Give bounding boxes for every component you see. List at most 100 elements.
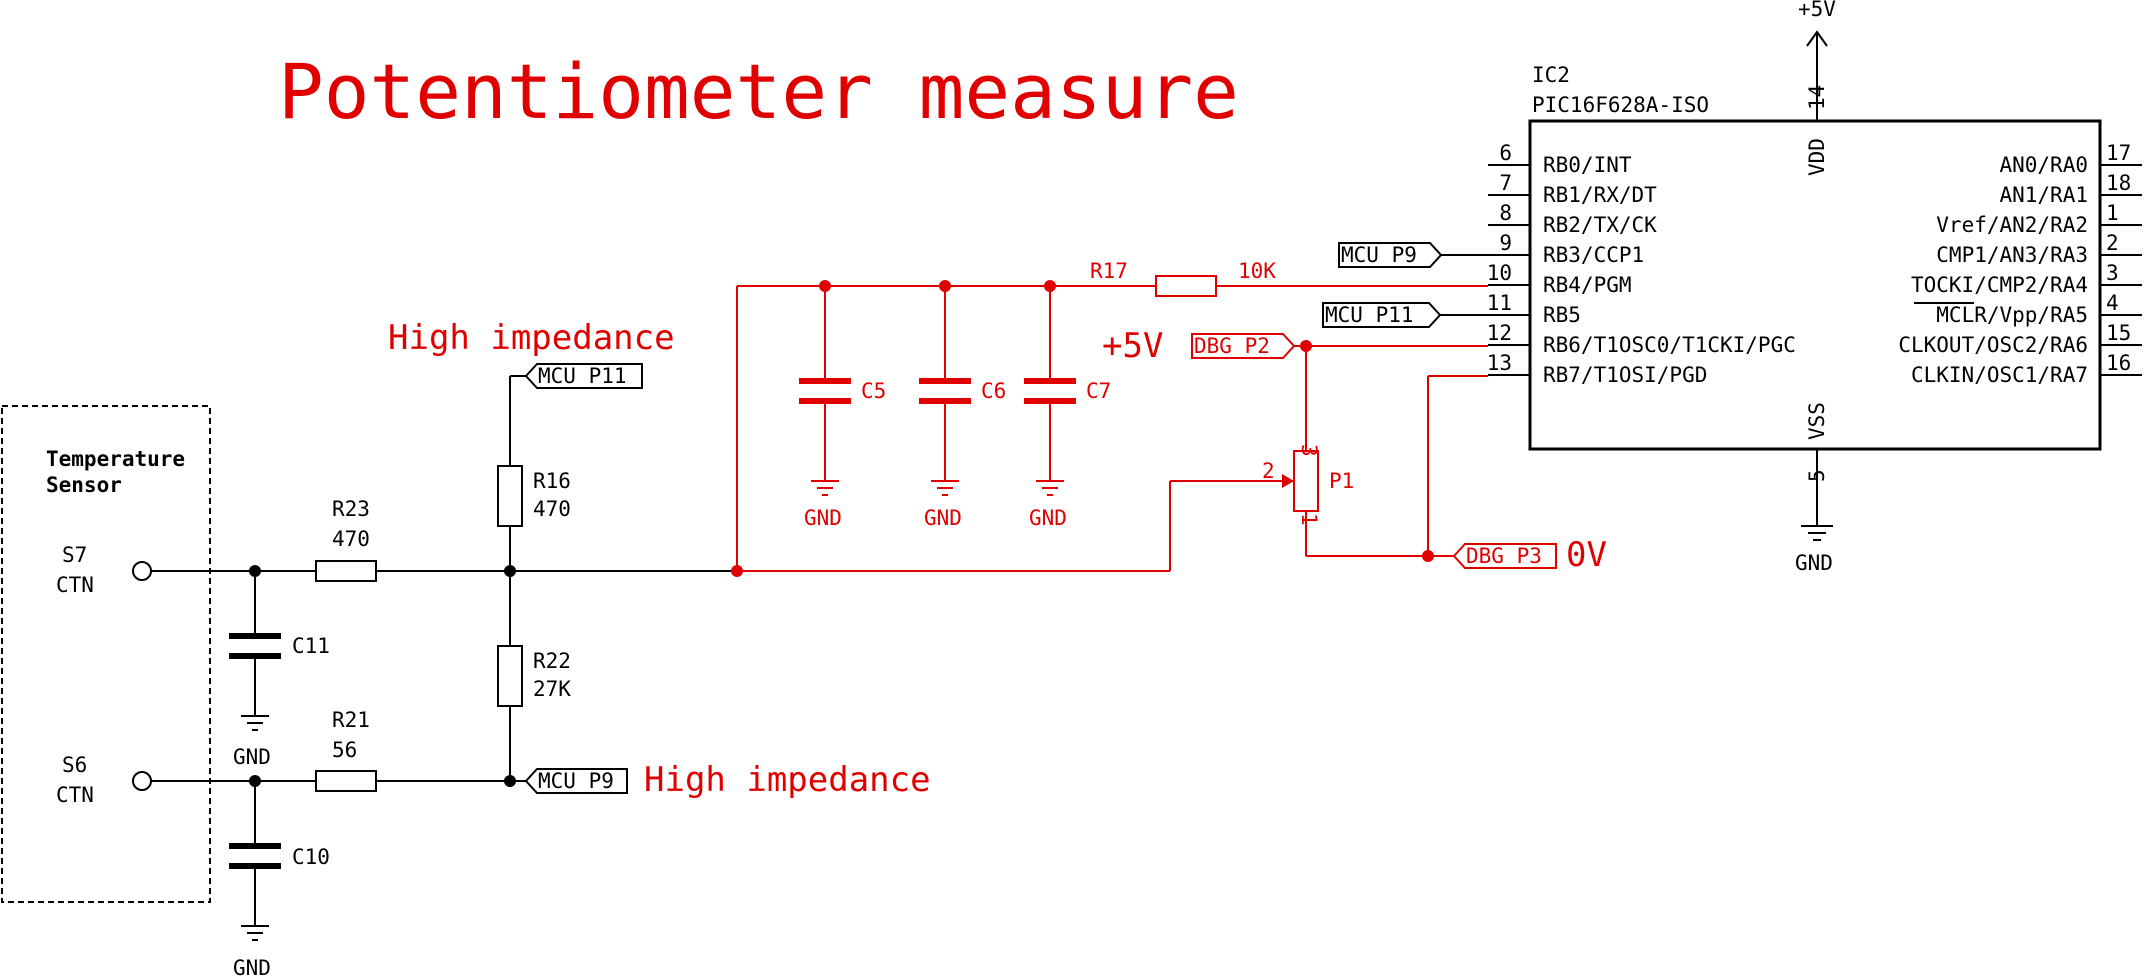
gnd-label-c11: GND	[233, 745, 271, 769]
ic-pin-name: CLKOUT/OSC2/RA6	[1898, 333, 2088, 357]
r23-value: 470	[332, 527, 370, 551]
gnd-label-c7: GND	[1029, 506, 1067, 530]
p1-pin3: 3	[1297, 444, 1321, 457]
ic-pin-number: 10	[1487, 261, 1512, 285]
svg-text:MCU_P11: MCU_P11	[1325, 303, 1414, 327]
resistor-r17: R17 10K	[1090, 259, 1276, 297]
r16-value: 470	[533, 497, 571, 521]
ic-right-pins: 17AN0/RA018AN1/RA11Vref/AN2/RA22CMP1/AN3…	[1898, 141, 2142, 387]
ic-pin-name: Vref/AN2/RA2	[1936, 213, 2088, 237]
svg-text:DBG_P2: DBG_P2	[1194, 334, 1270, 358]
s6-sub-label: CTN	[56, 783, 94, 807]
ic-pin-name: AN0/RA0	[1999, 153, 2088, 177]
resistor-r21: R21 56	[315, 708, 377, 792]
s7-terminal	[132, 561, 152, 581]
capacitor-c11: C11	[229, 633, 330, 659]
c6-ref: C6	[981, 379, 1006, 403]
temperature-sensor-block: Temperature Sensor S7 CTN S6 CTN	[1, 405, 211, 903]
vss-pin-number: 5	[1805, 469, 1829, 482]
svg-text:MCU_P9: MCU_P9	[538, 769, 614, 793]
ic-pin-name: RB7/T1OSI/PGD	[1543, 363, 1707, 387]
r17-value: 10K	[1238, 259, 1276, 283]
ic-pin-number: 4	[2106, 291, 2119, 315]
ic-pin-number: 9	[1499, 231, 1512, 255]
r22-value: 27K	[533, 677, 571, 701]
sensor-title-line2: Sensor	[46, 473, 122, 497]
c11-ref: C11	[292, 634, 330, 658]
r22-ref: R22	[533, 649, 571, 673]
net-label-mcu-p9-right: MCU_P9	[1338, 242, 1488, 268]
ic-pin-name: RB4/PGM	[1543, 273, 1632, 297]
s7-label: S7	[62, 543, 87, 567]
net-label-dbg-p2: DBG_P2	[1191, 333, 1306, 359]
black-wiring	[151, 375, 737, 926]
gnd-symbol-c5: GND	[804, 480, 842, 530]
capacitor-c6: C6	[919, 378, 1006, 404]
ic-pin-name: CLKIN/OSC1/RA7	[1911, 363, 2088, 387]
gnd-label-c10: GND	[233, 956, 271, 977]
plus5v-note: +5V	[1102, 326, 1163, 366]
zero-v-note: 0V	[1566, 535, 1607, 575]
ic-pin-name: RB2/TX/CK	[1543, 213, 1657, 237]
vcc-label: +5V	[1798, 0, 1836, 21]
ic-pin-name: RB1/RX/DT	[1543, 183, 1657, 207]
s6-terminal	[132, 771, 152, 791]
c7-ref: C7	[1086, 379, 1111, 403]
r23-ref: R23	[332, 497, 370, 521]
ic-pin-name: MCLR/Vpp/RA5	[1936, 303, 2088, 327]
p1-pin2: 2	[1262, 459, 1275, 483]
gnd-symbol-c10: GND	[233, 925, 271, 977]
resistor-r22: R22 27K	[497, 645, 571, 707]
capacitor-c5: C5	[799, 378, 886, 404]
ic-pin-name: RB3/CCP1	[1543, 243, 1644, 267]
ic-pin-number: 12	[1487, 321, 1512, 345]
ic-pin-name: RB6/T1OSC0/T1CKI/PGC	[1543, 333, 1796, 357]
ic-pin-name: AN1/RA1	[1999, 183, 2088, 207]
ic-pin-number: 2	[2106, 231, 2119, 255]
ic2-ref: IC2	[1532, 63, 1570, 87]
gnd-label-c6: GND	[924, 506, 962, 530]
svg-text:MCU_P11: MCU_P11	[538, 364, 627, 388]
net-label-mcu-p11-right: MCU_P11	[1322, 302, 1488, 328]
p1-pin1: 1	[1297, 513, 1321, 526]
net-label-dbg-p3: DBG_P3	[1452, 543, 1557, 569]
ic-pin-number: 3	[2106, 261, 2119, 285]
vdd-pin-number: 14	[1805, 85, 1829, 110]
ic-pin-number: 7	[1499, 171, 1512, 195]
diagram-title: Potentiometer measure	[278, 47, 1239, 136]
c5-ref: C5	[861, 379, 886, 403]
ic-pin-number: 6	[1499, 141, 1512, 165]
resistor-r23: R23 470	[315, 497, 377, 582]
s6-label: S6	[62, 753, 87, 777]
capacitor-c10: C10	[229, 843, 330, 869]
gnd-symbol-c7: GND	[1029, 480, 1067, 530]
ic-pin-number: 18	[2106, 171, 2131, 195]
vdd-pin-name: VDD	[1805, 138, 1829, 176]
p1-ref: P1	[1329, 469, 1354, 493]
ic-gnd-label: GND	[1795, 551, 1833, 575]
gnd-label-c5: GND	[804, 506, 842, 530]
gnd-symbol-c6: GND	[924, 480, 962, 530]
ic-pin-number: 13	[1487, 351, 1512, 375]
net-label-mcu-p11-left: MCU_P11	[524, 363, 643, 389]
ic-pin-name: RB5	[1543, 303, 1581, 327]
gnd-symbol-c11: GND	[233, 715, 271, 769]
ic-pin-name: TOCKI/CMP2/RA4	[1911, 273, 2088, 297]
high-impedance-note-top: High impedance	[388, 318, 675, 358]
r17-ref: R17	[1090, 259, 1128, 283]
c10-ref: C10	[292, 845, 330, 869]
